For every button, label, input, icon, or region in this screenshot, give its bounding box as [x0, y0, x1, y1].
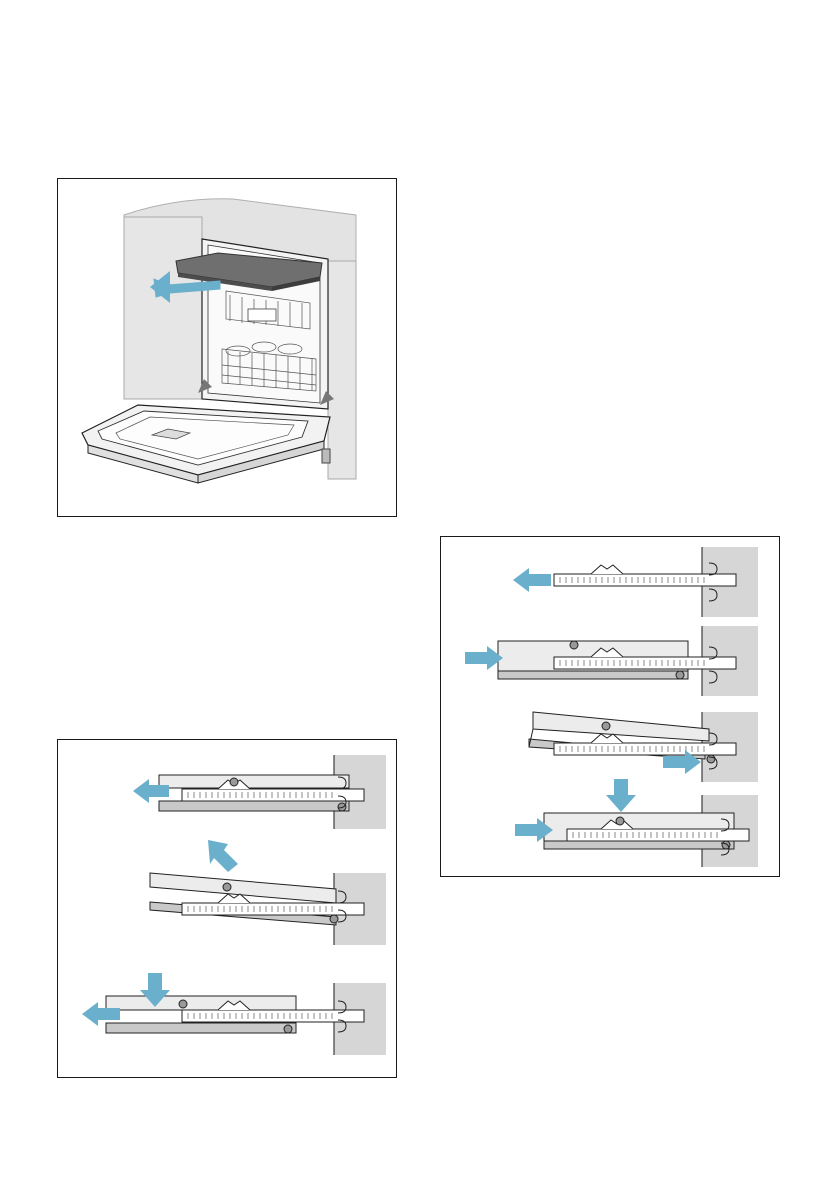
- step-2: [150, 840, 386, 945]
- figure-rail-removal-steps: [57, 739, 397, 1078]
- step-3: [82, 973, 386, 1055]
- figure-remove-cutlery-drawer: [57, 178, 397, 517]
- figure-rail-insertion-steps: [440, 536, 780, 877]
- step-1: [133, 755, 386, 829]
- step-4: [515, 795, 758, 867]
- dishwasher-illustration: [58, 179, 397, 517]
- step-2: [465, 626, 758, 696]
- rail-insertion-illustration: [441, 537, 780, 877]
- rail-removal-illustration: [58, 740, 397, 1078]
- step-1: [513, 547, 758, 617]
